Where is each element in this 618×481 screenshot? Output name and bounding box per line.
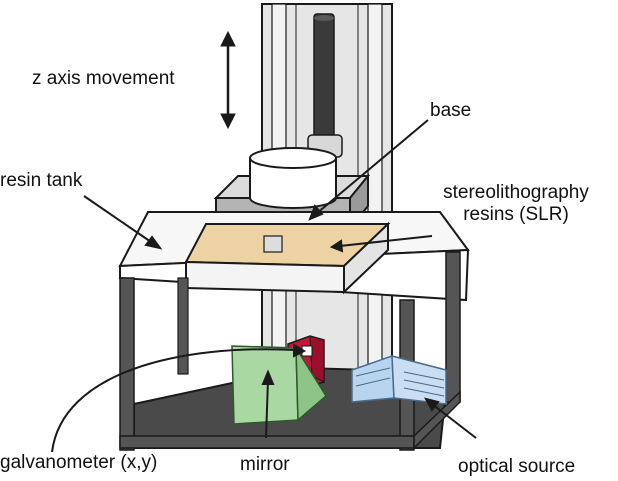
slr-label-line1: stereolithography bbox=[443, 182, 589, 203]
galvanometer-label: galvanometer (x,y) bbox=[0, 452, 158, 473]
mirror-label: mirror bbox=[240, 454, 290, 475]
base-label: base bbox=[430, 100, 472, 121]
slr-label: stereolithography resins (SLR) bbox=[418, 182, 614, 226]
leader-lines bbox=[51, 119, 477, 453]
z-axis-movement-label: z axis movement bbox=[32, 68, 175, 89]
optical-source-label: optical source bbox=[458, 456, 576, 477]
optical-source bbox=[351, 354, 447, 405]
z-axis-arrow bbox=[220, 30, 236, 130]
resin-tank bbox=[184, 221, 391, 295]
resin-tank-label: resin tank bbox=[0, 170, 83, 191]
slr-label-line2: resins (SLR) bbox=[463, 204, 569, 225]
